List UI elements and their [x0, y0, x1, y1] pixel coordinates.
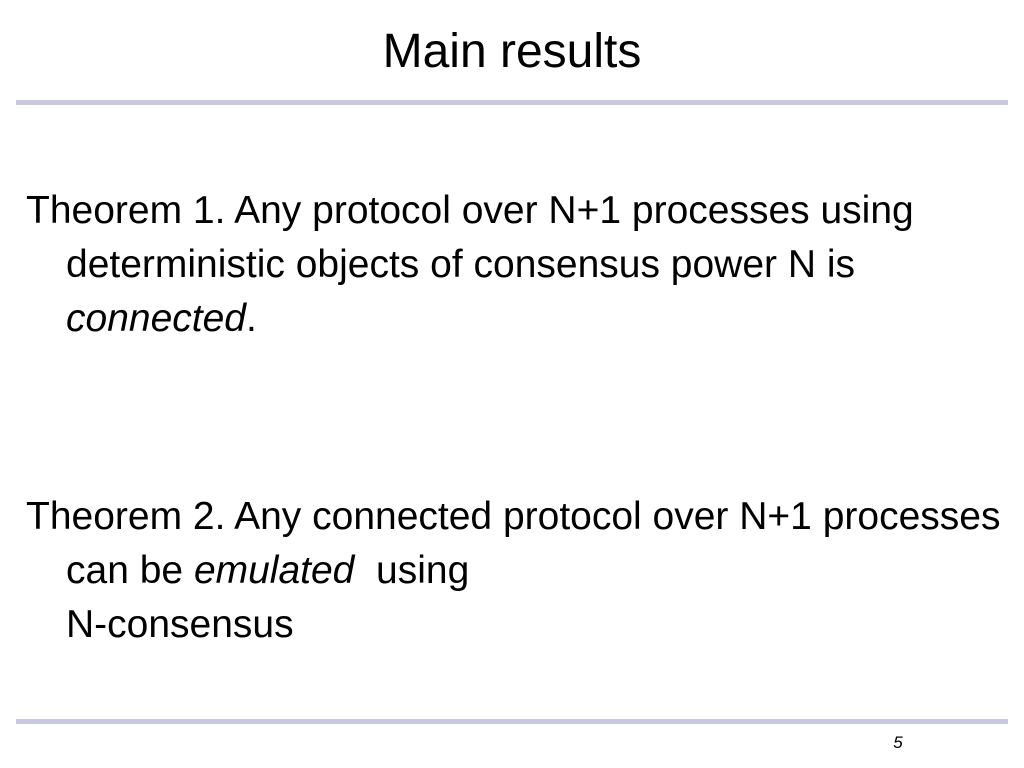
page-number: 5: [893, 733, 903, 752]
theorem-1-tail: .: [245, 297, 257, 340]
theorem-2-emphasis: emulated: [193, 549, 355, 592]
title-divider: [16, 100, 1008, 105]
theorem-2-middle: using: [354, 549, 470, 592]
theorem-1-emphasis: connected: [66, 297, 246, 340]
theorem-2-last-line: N-consensus: [66, 603, 294, 646]
slide-title: Main results: [382, 25, 642, 78]
footer-divider: [16, 719, 1008, 724]
theorem-1: Theorem 1. Any protocol over N+1 process…: [26, 184, 1024, 346]
theorem-1-text: Theorem 1. Any protocol over N+1 process…: [26, 189, 914, 286]
theorem-2: Theorem 2. Any connected protocol over N…: [26, 490, 1024, 652]
theorem-2-text: Theorem 2. Any connected protocol over N…: [26, 495, 1001, 592]
